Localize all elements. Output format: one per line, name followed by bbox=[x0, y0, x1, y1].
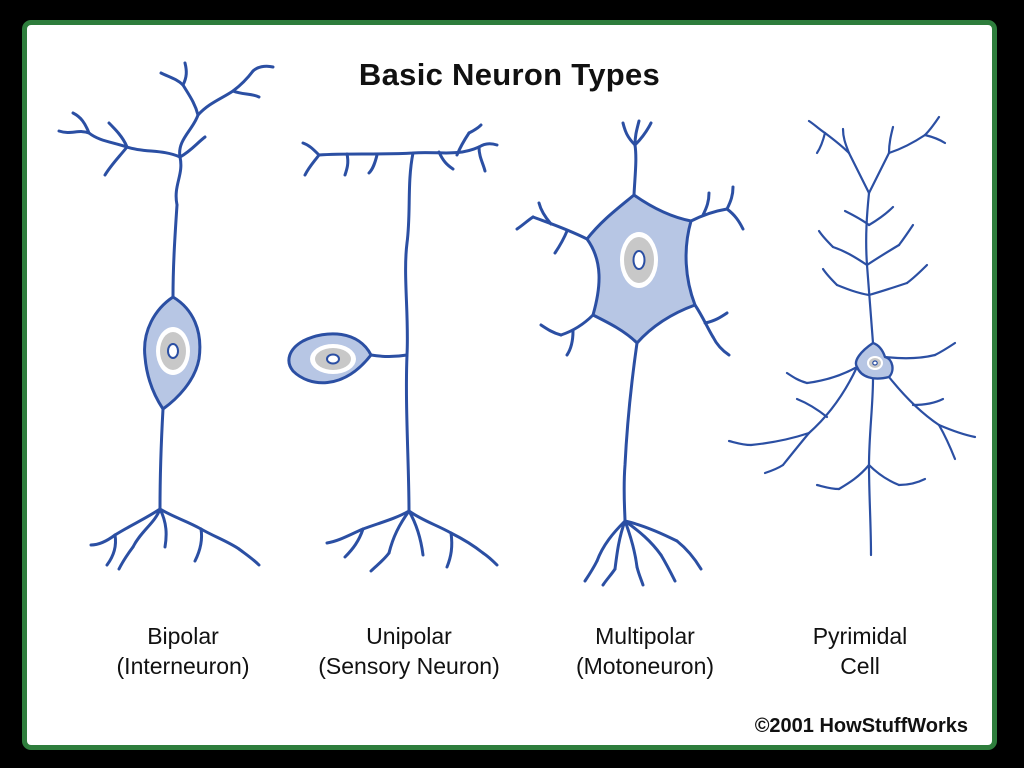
neuron-illustrations bbox=[57, 61, 977, 587]
pyramidal-caption: Pyrimidal Cell bbox=[735, 621, 985, 681]
multipolar-caption: Multipolar (Motoneuron) bbox=[520, 621, 770, 681]
bipolar-neuron-drawing bbox=[57, 61, 275, 571]
copyright-credit: ©2001 HowStuffWorks bbox=[754, 715, 968, 737]
bipolar-name: Bipolar bbox=[147, 623, 219, 649]
multipolar-name: Multipolar bbox=[595, 623, 695, 649]
diagram-title: Basic Neuron Types bbox=[358, 57, 661, 92]
pyramidal-name: Pyrimidal bbox=[812, 623, 908, 649]
unipolar-subtype: (Sensory Neuron) bbox=[318, 653, 500, 679]
multipolar-neuron-drawing bbox=[515, 119, 745, 587]
unipolar-caption: Unipolar (Sensory Neuron) bbox=[284, 621, 534, 681]
unipolar-neuron-drawing bbox=[301, 123, 499, 573]
unipolar-name: Unipolar bbox=[366, 623, 452, 649]
bipolar-subtype: (Interneuron) bbox=[116, 653, 250, 679]
bipolar-caption: Bipolar (Interneuron) bbox=[58, 621, 308, 681]
multipolar-subtype: (Motoneuron) bbox=[575, 653, 715, 679]
diagram-frame: Basic Neuron Types bbox=[22, 20, 997, 750]
pyramidal-cell-drawing bbox=[727, 115, 977, 557]
pyramidal-subtype: Cell bbox=[840, 653, 880, 679]
